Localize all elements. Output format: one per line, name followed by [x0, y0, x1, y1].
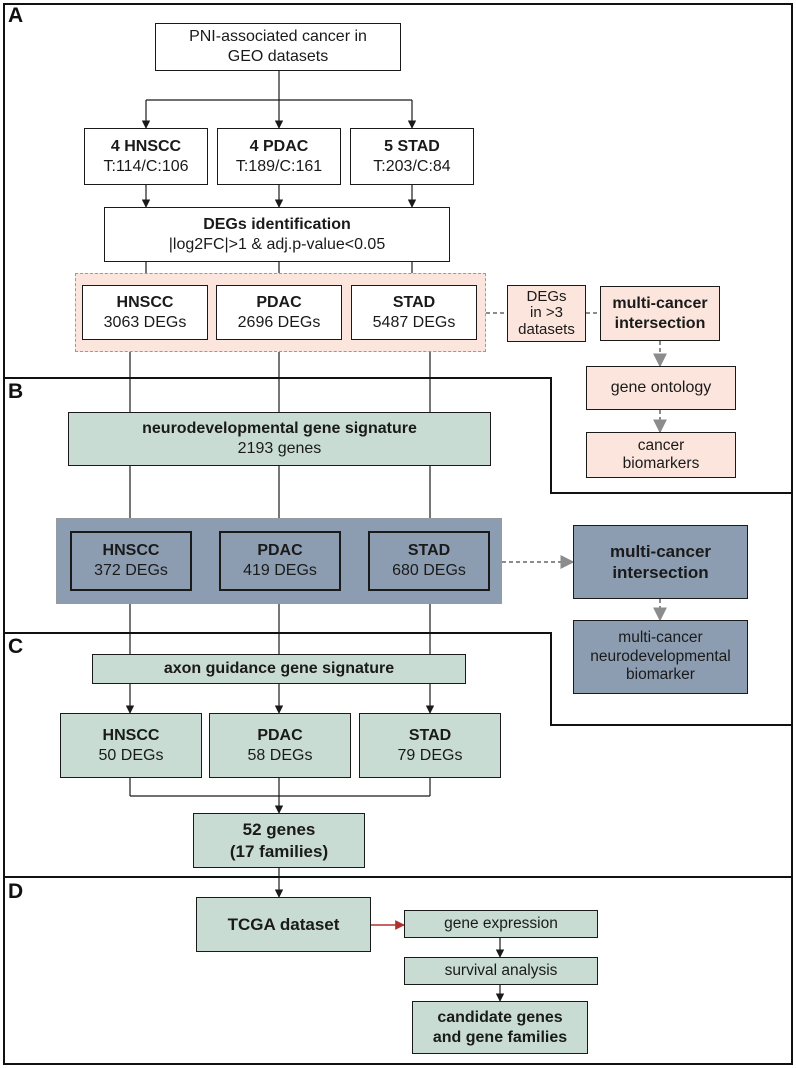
cancer-biomarkers-line1: cancer [637, 437, 685, 455]
b-deg-pdac-detail: 419 DEGs [243, 562, 317, 579]
c-deg-stad-box: STAD 79 DEGs [359, 713, 501, 778]
deg-identification-box: DEGs identification |log2FC|>1 & adj.p-v… [104, 207, 450, 262]
b-deg-stad-box: STAD 680 DEGs [368, 531, 490, 591]
c-deg-stad-detail: 79 DEGs [397, 746, 463, 764]
deg-filter-box: DEGs in >3 datasets [507, 285, 586, 342]
neuro-biomarker-line3: biomarker [626, 666, 695, 684]
a-intersection-box: multi-cancer intersection [600, 286, 720, 341]
a-deg-pdac-title: PDAC [256, 293, 302, 311]
c-deg-pdac-box: PDAC 58 DEGs [209, 713, 351, 778]
b-deg-hnscc-detail: 372 DEGs [94, 562, 168, 579]
b-deg-pdac-box: PDAC 419 DEGs [219, 531, 341, 591]
a-deg-hnscc-box: HNSCC 3063 DEGs [82, 285, 208, 340]
gene-ontology-box: gene ontology [586, 366, 736, 410]
c-deg-pdac-detail: 58 DEGs [247, 746, 313, 764]
gene-result-line2: (17 families) [229, 841, 329, 861]
neuro-biomarker-line2: neurodevelopmental [590, 647, 731, 665]
deg-filter-line1: DEGs [526, 287, 567, 305]
panel-label-a: A [8, 4, 24, 27]
b-deg-stad-title: STAD [407, 542, 451, 559]
deg-identification-title: DEGs identification [203, 215, 351, 233]
cancer-biomarkers-line2: biomarkers [622, 455, 700, 472]
survival-analysis-label: survival analysis [444, 962, 558, 980]
neuro-biomarker-box: multi-cancer neurodevelopmental biomarke… [573, 620, 748, 694]
neuro-signature-title: neurodevelopmental gene signature [142, 420, 417, 437]
candidate-genes-line2: and gene families [432, 1028, 568, 1046]
a-deg-stad-box: STAD 5487 DEGs [351, 285, 477, 340]
a-intersection-line1: multi-cancer [612, 294, 708, 312]
panel-label-d: D [8, 880, 24, 903]
a-deg-stad-title: STAD [392, 293, 436, 311]
cohort-hnscc-detail: T:114/C:106 [103, 157, 189, 175]
c-deg-hnscc-detail: 50 DEGs [98, 746, 164, 764]
tcga-dataset-label: TCGA dataset [227, 914, 340, 934]
gene-result-line1: 52 genes [242, 820, 316, 840]
a-deg-pdac-detail: 2696 DEGs [237, 313, 321, 331]
b-intersection-box: multi-cancer intersection [573, 525, 748, 599]
cohort-pdac-title: 4 PDAC [249, 137, 309, 155]
candidate-genes-line1: candidate genes [437, 1008, 563, 1026]
c-deg-hnscc-title: HNSCC [102, 726, 160, 744]
cohort-pdac-box: 4 PDAC T:189/C:161 [217, 128, 341, 185]
deg-identification-criteria: |log2FC|>1 & adj.p-value<0.05 [168, 235, 386, 253]
candidate-genes-box: candidate genes and gene families [412, 1001, 588, 1054]
a-deg-hnscc-detail: 3063 DEGs [103, 313, 187, 331]
neuro-signature-detail: 2193 genes [237, 440, 322, 457]
a-deg-hnscc-title: HNSCC [116, 293, 174, 311]
panel-label-c: C [8, 635, 24, 658]
b-deg-hnscc-title: HNSCC [102, 542, 160, 559]
gene-expression-box: gene expression [404, 910, 598, 938]
cohort-pdac-detail: T:189/C:161 [235, 157, 323, 175]
b-intersection-line2: intersection [612, 563, 709, 582]
panel-label-b: B [8, 380, 24, 403]
geo-source-line2: GEO datasets [227, 48, 329, 65]
a-deg-stad-detail: 5487 DEGs [372, 313, 456, 331]
a-intersection-line2: intersection [614, 314, 706, 332]
gene-ontology-label: gene ontology [610, 379, 712, 396]
tcga-dataset-box: TCGA dataset [196, 897, 371, 952]
cancer-biomarkers-box: cancer biomarkers [586, 432, 736, 478]
cohort-stad-detail: T:203/C:84 [373, 157, 451, 175]
cohort-stad-title: 5 STAD [384, 137, 440, 155]
geo-source-box: PNI-associated cancer in GEO datasets [155, 23, 401, 71]
b-deg-hnscc-box: HNSCC 372 DEGs [70, 531, 192, 591]
b-deg-pdac-title: PDAC [257, 542, 303, 559]
deg-filter-line2: in >3 [530, 304, 563, 322]
axon-signature-title: axon guidance gene signature [163, 660, 395, 677]
cohort-hnscc-box: 4 HNSCC T:114/C:106 [84, 128, 208, 185]
cohort-hnscc-title: 4 HNSCC [110, 137, 182, 155]
b-intersection-line1: multi-cancer [609, 541, 712, 561]
neuro-signature-box: neurodevelopmental gene signature 2193 g… [68, 412, 491, 466]
a-deg-pdac-box: PDAC 2696 DEGs [216, 285, 342, 340]
neuro-biomarker-line1: multi-cancer [618, 629, 703, 647]
deg-filter-line3: datasets [518, 320, 575, 338]
c-deg-pdac-title: PDAC [257, 726, 303, 744]
c-deg-stad-title: STAD [408, 726, 452, 744]
gene-result-box: 52 genes (17 families) [193, 813, 365, 868]
c-deg-hnscc-box: HNSCC 50 DEGs [60, 713, 202, 778]
b-deg-stad-detail: 680 DEGs [392, 562, 466, 579]
axon-signature-box: axon guidance gene signature [92, 654, 466, 684]
survival-analysis-box: survival analysis [404, 957, 598, 985]
cohort-stad-box: 5 STAD T:203/C:84 [350, 128, 474, 185]
geo-source-line1: PNI-associated cancer in [189, 28, 367, 45]
gene-expression-label: gene expression [444, 915, 558, 933]
